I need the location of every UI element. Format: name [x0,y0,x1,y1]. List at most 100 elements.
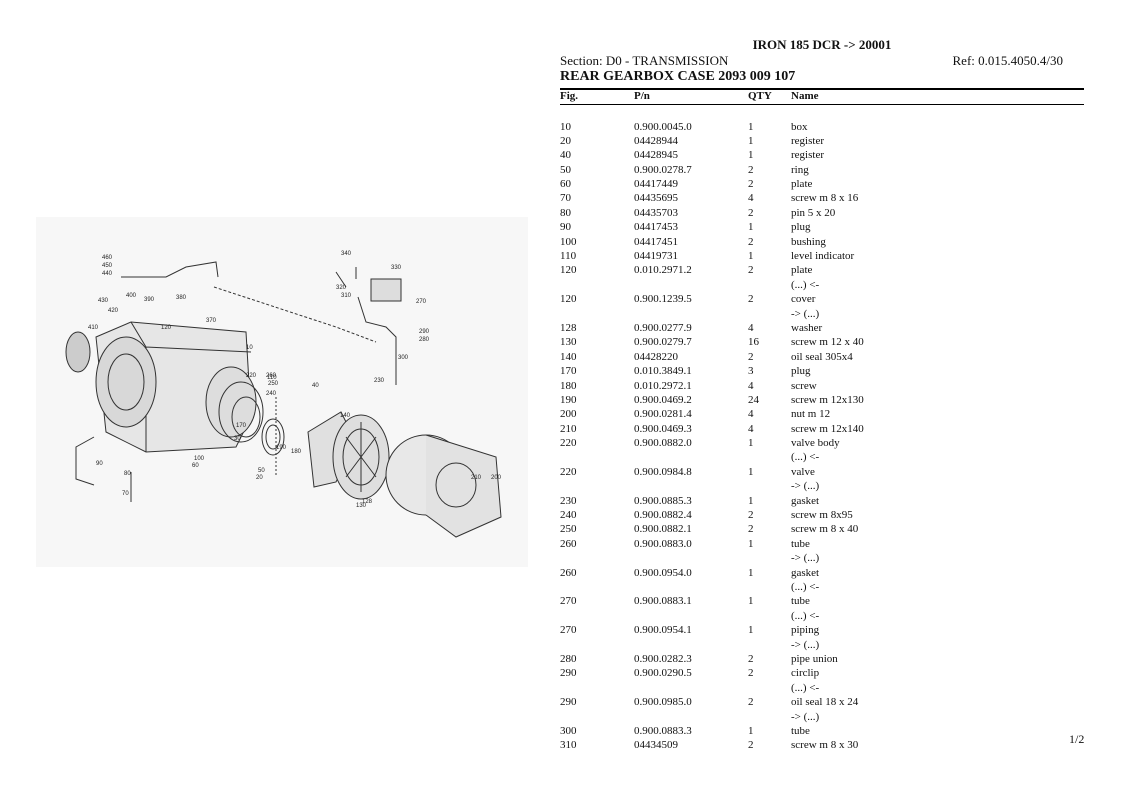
cell-name: washer [791,321,823,334]
svg-text:390: 390 [144,297,155,303]
cell-fig: 210 [560,422,577,435]
cell-fig: 290 [560,667,577,680]
table-row: -> (...) [560,710,1084,724]
cell-pn: 0.010.2972.1 [634,379,692,392]
cell-fig: 10 [560,120,571,133]
cell-fig: 270 [560,595,577,608]
cell-qty: 2 [748,178,754,191]
page-number: 1/2 [1069,732,1085,746]
cell-qty: 1 [748,595,754,608]
cell-fig: 140 [560,350,577,363]
cell-qty: 2 [748,293,754,306]
cell-pn: 0.900.0883.1 [634,595,692,608]
svg-text:210: 210 [471,475,482,481]
cell-fig: 180 [560,379,577,392]
cell-fig: 310 [560,739,577,752]
cell-qty: 1 [748,566,754,579]
cell-pn: 0.010.2971.2 [634,264,692,277]
cell-fig: 230 [560,494,577,507]
cell-qty: 2 [748,652,754,665]
svg-text:380: 380 [176,295,187,301]
cell-pn: 0.900.0885.3 [634,494,692,507]
svg-text:110: 110 [267,375,277,381]
svg-text:100: 100 [194,456,205,462]
svg-text:70: 70 [122,491,129,497]
cell-pn: 0.900.0278.7 [634,163,692,176]
cell-name: cover [791,293,816,306]
cell-fig: 40 [560,149,571,162]
cell-name: gasket [791,566,820,579]
svg-text:220: 220 [246,373,257,379]
svg-text:90: 90 [96,461,103,467]
cell-name: tube [791,595,810,608]
cell-name: (...) <- [791,581,820,593]
svg-text:450: 450 [102,263,113,269]
cell-qty: 4 [748,321,754,334]
table-row: 270 0.900.0883.1 1 tube [560,594,1084,608]
cell-name: screw m 8 x 30 [791,739,859,752]
svg-text:180: 180 [291,449,302,455]
cell-qty: 2 [748,509,754,522]
cell-pn: 0.900.0469.3 [634,422,692,435]
cell-fig: 260 [560,566,577,579]
cell-pn: 0.900.0279.7 [634,336,692,349]
svg-text:130: 130 [356,503,367,509]
svg-text:200: 200 [491,475,502,481]
cell-pn: 0.900.0882.4 [634,509,692,522]
svg-text:430: 430 [98,298,109,304]
cell-fig: 220 [560,437,577,450]
cell-name: screw m 8 x 16 [791,192,859,205]
cell-qty: 1 [748,149,754,162]
table-header: Fig. P/n QTY Name [560,90,1084,104]
cell-name: -> (...) [791,307,820,320]
cell-qty: 2 [748,350,754,363]
svg-text:60: 60 [192,463,199,469]
cell-name: level indicator [791,250,855,263]
cell-name: circlip [791,667,820,680]
col-fig-header: Fig. [560,90,579,102]
cell-name: register [791,149,824,162]
svg-text:140: 140 [340,413,351,419]
cell-name: pipe union [791,652,838,665]
col-qty-header: QTY [748,90,772,102]
cell-pn: 04435703 [634,206,678,219]
cell-fig: 50 [560,163,571,176]
cell-pn: 0.900.0954.0 [634,566,692,579]
cell-name: tube [791,537,810,550]
svg-text:30: 30 [234,436,241,442]
svg-text:440: 440 [102,271,113,277]
cell-fig: 120 [560,264,577,277]
cell-name: screw m 12x130 [791,393,864,406]
cell-qty: 2 [748,163,754,176]
cell-name: plug [791,221,811,234]
cell-qty: 2 [748,235,754,248]
cell-pn: 04428944 [634,134,678,147]
reference-label: Ref: 0.015.4050.4/30 [952,53,1064,68]
cell-pn: 04419731 [634,250,678,263]
cell-fig: 220 [560,465,577,478]
cell-pn: 0.900.0985.0 [634,696,692,709]
cell-qty: 2 [748,739,754,752]
section-line: Section: D0 - TRANSMISSION Ref: 0.015.40… [560,53,1063,69]
cell-pn: 0.900.0282.3 [634,652,692,665]
svg-text:230: 230 [374,378,385,384]
col-pn-header: P/n [634,90,650,102]
table-row: (...) <- [560,580,1084,594]
svg-text:410: 410 [88,325,99,331]
cell-name: bushing [791,235,826,248]
cell-pn: 0.900.0290.5 [634,667,692,680]
cell-name: oil seal 305x4 [791,350,853,363]
table-row: -> (...) [560,551,1084,565]
svg-text:330: 330 [391,265,402,271]
cell-fig: 280 [560,652,577,665]
